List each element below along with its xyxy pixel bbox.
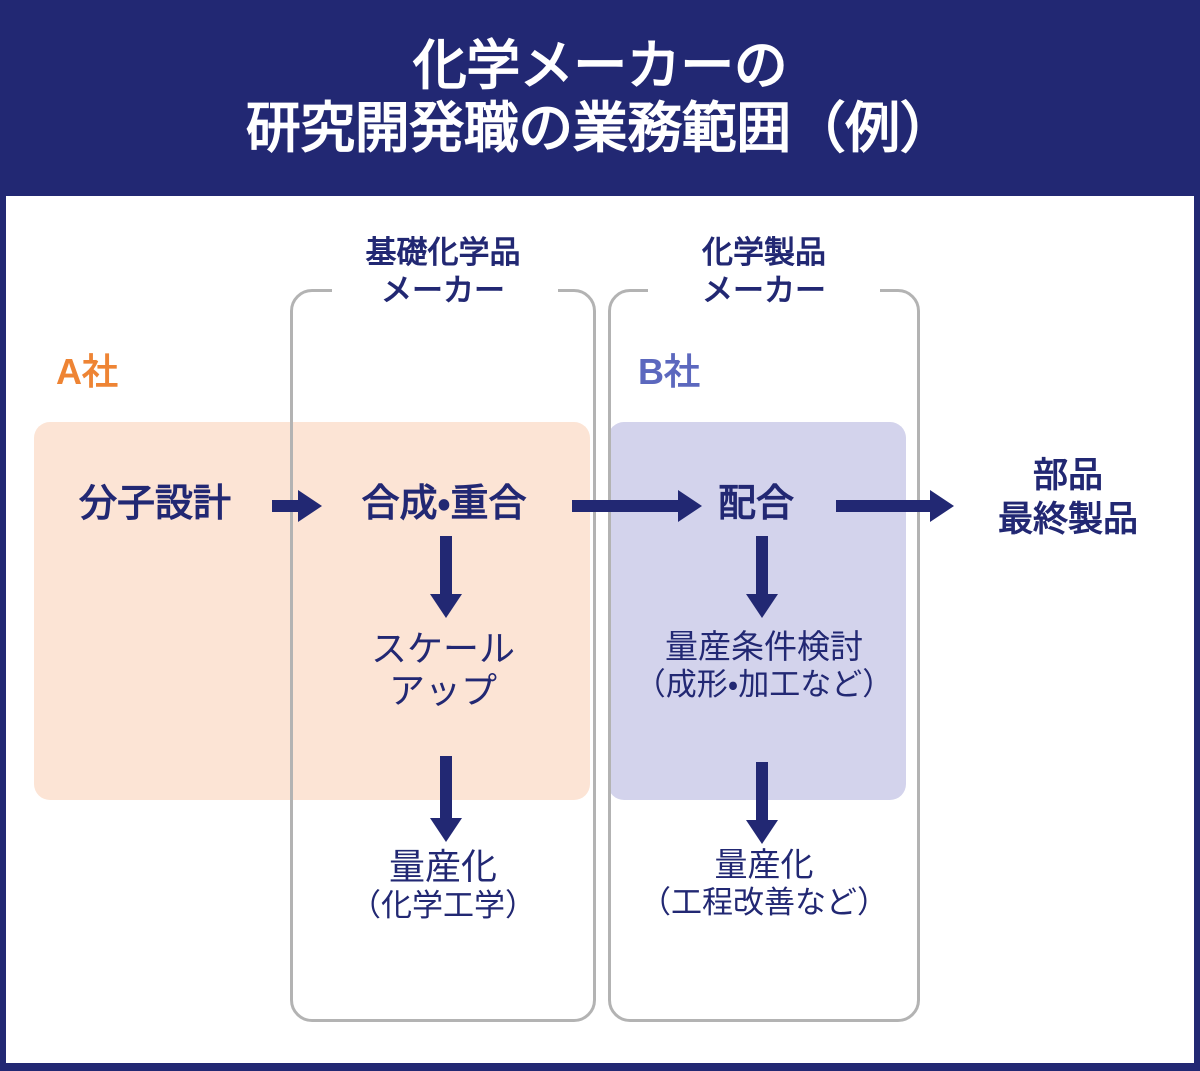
arrow-shaft — [756, 762, 768, 824]
endpoint-line1: 部品 — [1032, 456, 1103, 495]
substep-mass-production-b-line2: （工程改善など） — [640, 884, 888, 920]
maker-heading-2-line1: 化学製品 — [702, 235, 826, 270]
arrow-shaft — [440, 756, 452, 822]
maker-heading-chemical-products: 化学製品 メーカー — [608, 234, 920, 310]
arrow-shaft — [572, 500, 682, 512]
substep-scale-up: スケール アップ — [290, 628, 596, 713]
substep-mass-production-a: 量産化 （化学工学） — [290, 846, 596, 925]
arrow-head — [430, 818, 462, 842]
substep-mass-production-b-line1: 量産化 — [714, 846, 814, 883]
process-step-synthesis-polymerization: 合成・重合 — [361, 483, 527, 525]
arrow-head — [298, 490, 322, 522]
arrow-head — [746, 594, 778, 618]
arrow-head — [746, 820, 778, 844]
substep-conditions-b-line2: （成形・加工など） — [634, 666, 894, 702]
maker-heading-basic-chemicals: 基礎化学品 メーカー — [290, 234, 596, 310]
substep-mass-production-a-line1: 量産化 — [388, 846, 497, 887]
frame-left-border — [0, 196, 6, 1071]
arrow-shaft — [756, 536, 768, 598]
maker-box-1-label-notch — [332, 284, 558, 294]
process-step-compounding: 配合 — [717, 483, 794, 525]
diagram-canvas: 基礎化学品 メーカー 化学製品 メーカー A社 B社 分子設計 合成・重合 配合… — [6, 196, 1194, 1063]
substep-conditions-b-line1: 量産条件検討 — [665, 628, 863, 665]
company-tag-a: A社 — [56, 351, 118, 392]
substep-mass-production-a-line2: （化学工学） — [350, 888, 536, 924]
substep-mass-production-conditions-b: 量産条件検討 （成形・加工など） — [602, 628, 926, 704]
maker-heading-2-line2: メーカー — [702, 272, 826, 308]
substep-scale-up-line2: アップ — [388, 670, 497, 712]
frame-right-border — [1194, 196, 1200, 1071]
arrow-head — [678, 490, 702, 522]
process-step-molecular-design: 分子設計 — [78, 483, 231, 525]
maker-heading-1-line1: 基礎化学品 — [365, 235, 521, 270]
arrow-shaft — [440, 536, 452, 598]
arrow-shaft — [272, 500, 302, 512]
arrow-head — [430, 594, 462, 618]
company-a-scope-band — [34, 422, 590, 800]
maker-heading-1-line2: メーカー — [381, 272, 505, 308]
frame-bottom-border — [0, 1063, 1200, 1071]
maker-box-2-label-notch — [648, 284, 880, 294]
substep-scale-up-line1: スケール — [370, 628, 515, 669]
arrow-head — [930, 490, 954, 522]
page-title-line2: 研究開発職の業務範囲（例） — [245, 97, 955, 160]
page-title-line1: 化学メーカーの — [412, 35, 788, 96]
company-tag-b: B社 — [638, 351, 700, 392]
arrow-shaft — [836, 500, 934, 512]
substep-mass-production-b: 量産化 （工程改善など） — [602, 846, 926, 922]
endpoint-line2: 最終製品 — [997, 499, 1138, 539]
endpoint-final-product: 部品 最終製品 — [946, 454, 1190, 542]
page-header: 化学メーカーの 研究開発職の業務範囲（例） — [0, 0, 1200, 196]
